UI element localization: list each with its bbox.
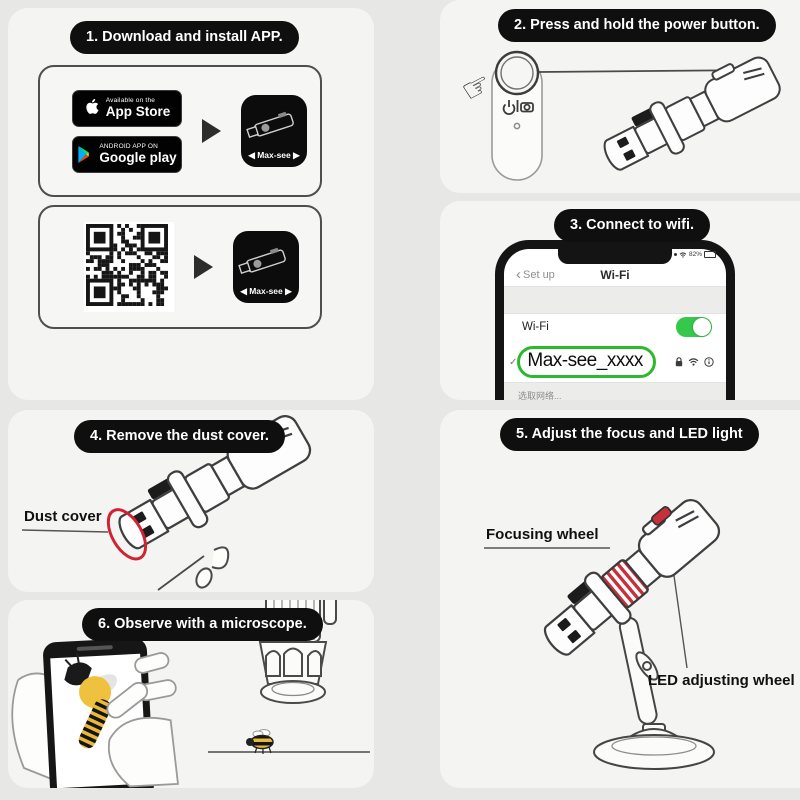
max-see-app-label: ◀ Max-see ▶ [240, 286, 292, 296]
max-see-app-label: ◀ Max-see ▶ [248, 150, 300, 160]
step5-panel: 5. Adjust the focus and LED light Focusi… [440, 410, 800, 788]
info-icon[interactable] [704, 357, 714, 367]
step2-panel: 2. Press and hold the power button. ☞ [440, 0, 800, 193]
back-label: Set up [523, 269, 555, 281]
right-arrow-icon [194, 255, 213, 279]
network-name-highlight: Max-see_xxxx [517, 346, 656, 378]
wifi-toggle-row: Wi-Fi [504, 312, 726, 342]
smartphone-wifi-screen: 82% ‹ Set up Wi-Fi Wi-Fi ✓ Max-see_xxxx [495, 240, 735, 400]
section-gap [504, 286, 726, 314]
step4-panel: 4. Remove the dust cover. Dust cover [8, 410, 374, 592]
wifi-toggle[interactable] [676, 317, 712, 337]
cellular-icon [673, 253, 677, 256]
dust-cover-illustration [21, 410, 319, 591]
screen-title: Wi-Fi [600, 268, 630, 282]
right-arrow-icon [202, 119, 221, 143]
network-row[interactable]: ✓ Max-see_xxxx [504, 342, 726, 382]
step5-title: 5. Adjust the focus and LED light [516, 426, 743, 442]
power-camera-icons [502, 100, 534, 115]
app-store-badge[interactable]: Available on the App Store [72, 89, 182, 127]
google-play-line2: Google play [99, 149, 177, 165]
step2-title: 2. Press and hold the power button. [514, 17, 760, 33]
step6-title: 6. Observe with a microscope. [98, 616, 307, 632]
lock-icon [675, 357, 683, 367]
phone-notch [558, 249, 672, 264]
apple-logo-icon [86, 99, 99, 114]
choose-network-text: 选取网络... [518, 390, 562, 401]
step6-panel: 6. Observe with a microscope. [8, 600, 374, 788]
step1-title: 1. Download and install APP. [86, 29, 283, 45]
focus-led-illustration [484, 488, 729, 770]
battery-icon [704, 251, 716, 258]
power-button[interactable] [494, 50, 540, 96]
step3-title: 3. Connect to wifi. [570, 217, 695, 233]
step2-title-badge: 2. Press and hold the power button. [498, 9, 776, 42]
network-row-icons [675, 357, 714, 367]
step4-title: 4. Remove the dust cover. [90, 428, 269, 444]
phone-in-hand [43, 638, 179, 788]
microscope-thumbnail-icon [238, 247, 286, 275]
focusing-wheel-label: Focusing wheel [486, 526, 599, 543]
microscope-thumbnail-icon [246, 111, 294, 139]
back-button[interactable]: ‹ Set up [516, 266, 555, 283]
max-see-app-icon[interactable]: ◀ Max-see ▶ [233, 231, 299, 303]
led-adjusting-wheel[interactable] [651, 506, 673, 527]
bee-on-screen [64, 652, 118, 749]
download-box: Available on the App Store ANDROID APP O… [38, 65, 322, 197]
focusing-wheel[interactable] [601, 559, 649, 609]
app-store-line2: App Store [105, 103, 171, 119]
dust-cover-label: Dust cover [24, 508, 102, 525]
toggle-knob [693, 318, 711, 336]
wifi-row-label: Wi-Fi [522, 321, 549, 333]
step1-panel: 1. Download and install APP. Available o… [8, 8, 374, 400]
qr-box: ◀ Max-see ▶ [38, 205, 322, 329]
google-play-badge[interactable]: ANDROID APP ON Google play [72, 135, 182, 173]
check-icon: ✓ [509, 356, 518, 368]
choose-network-band: 选取网络... [504, 382, 726, 400]
max-see-app-icon[interactable]: ◀ Max-see ▶ [241, 95, 307, 167]
google-play-icon [78, 145, 90, 163]
step4-title-badge: 4. Remove the dust cover. [74, 420, 285, 453]
phone-nav-bar: ‹ Set up Wi-Fi [504, 264, 726, 286]
step1-title-badge: 1. Download and install APP. [70, 21, 299, 54]
google-play-line1: ANDROID APP ON [99, 142, 159, 150]
status-bar: 82% [673, 251, 716, 258]
power-button-illustration [491, 47, 787, 184]
led-wheel-label: LED adjusting wheel [648, 672, 795, 689]
step3-title-badge: 3. Connect to wifi. [554, 209, 711, 242]
step6-title-badge: 6. Observe with a microscope. [82, 608, 323, 641]
app-store-line1: Available on the [105, 96, 156, 104]
step3-panel: 3. Connect to wifi. 82% ‹ Set up Wi-Fi W… [440, 201, 800, 400]
wifi-signal-icon [688, 358, 699, 366]
wifi-status-icon [679, 251, 687, 258]
battery-percent: 82% [688, 251, 702, 258]
qr-code[interactable] [84, 222, 174, 312]
step5-title-badge: 5. Adjust the focus and LED light [500, 418, 759, 451]
